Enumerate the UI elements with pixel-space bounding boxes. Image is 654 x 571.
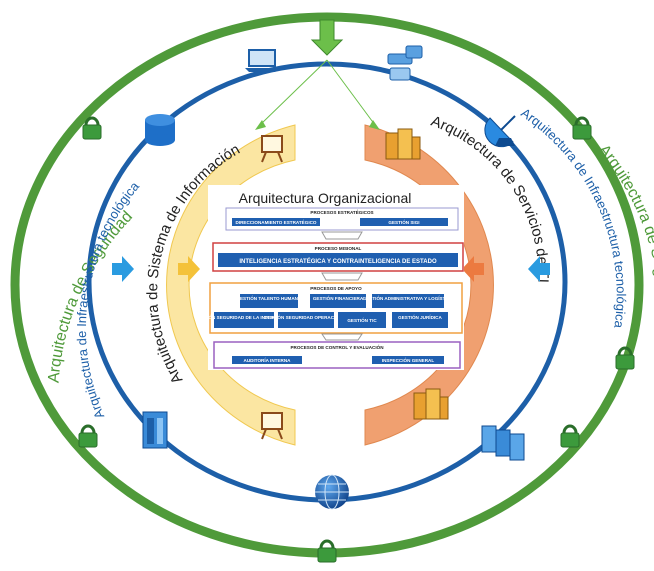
control-item-inspeccion: INSPECCIÓN GENERAL <box>382 356 435 363</box>
support-item-seg-operacional: GESTIÓN SEGURIDAD OPERACIONAL <box>264 313 349 320</box>
support-processes-group: PROCESOS DE APOYO GESTIÓN TALENTO HUMANO… <box>195 282 463 334</box>
office-building-icon <box>413 388 449 420</box>
missional-process-group: PROCESO MISIONAL INTELIGENCIA ESTRATÉGIC… <box>212 242 464 272</box>
support-item-talento: GESTIÓN TALENTO HUMANO <box>236 294 302 301</box>
presentation-board-icon <box>261 135 283 163</box>
strategic-item-1: DIRECCIONAMIENTO ESTRATÉGICO <box>236 218 317 225</box>
office-building-icon <box>385 128 421 160</box>
control-item-auditoria: AUDITORÍA INTERNA <box>244 356 292 363</box>
support-item-administrativa: GESTIÓN ADMINISTRATIVA Y LOGÍSTICA <box>363 294 454 301</box>
support-item-seg-info: GESTIÓN SEGURIDAD DE LA INFORMACIÓN <box>195 313 294 320</box>
laptop-icon <box>245 49 279 72</box>
presentation-board-icon <box>261 412 283 440</box>
database-icon <box>145 114 175 146</box>
padlock-icon <box>78 116 635 563</box>
center-title: Arquitectura Organizacional <box>239 190 412 206</box>
strategic-header: PROCESOS ESTRATÉGICOS <box>310 208 373 215</box>
missional-item: INTELIGENCIA ESTRATÉGICA Y CONTRAINTELIG… <box>239 257 437 265</box>
control-header: PROCESOS DE CONTROL Y EVALUACIÓN <box>290 343 384 350</box>
network-servers-icon <box>481 425 525 461</box>
globe-icon <box>315 474 349 510</box>
strategic-item-2: GESTIÓN SIGI <box>388 218 419 225</box>
support-item-juridica: GESTIÓN JURÍDICA <box>398 313 442 320</box>
phone-icon <box>387 45 423 81</box>
missional-header: PROCESO MISIONAL <box>315 246 362 251</box>
top-entry-arrow <box>310 19 344 56</box>
right-blue-arrow <box>528 256 550 282</box>
strategic-box-2 <box>360 218 448 226</box>
left-blue-arrow <box>112 256 134 282</box>
strategic-box-1 <box>232 218 320 226</box>
support-header: PROCESOS DE APOYO <box>310 286 362 291</box>
support-item-tic: GESTIÓN TIC <box>347 316 377 323</box>
infra-label-left: Arquitectura de Infraestructura tecnológ… <box>74 178 143 421</box>
strategic-processes-group: PROCESOS ESTRATÉGICOS DIRECCIONAMIENTO E… <box>225 207 459 231</box>
control-processes-group: PROCESOS DE CONTROL Y EVALUACIÓN AUDITOR… <box>213 341 461 369</box>
left-yellow-arrow <box>178 256 200 282</box>
info-systems-band <box>166 124 296 446</box>
satellite-dish-icon <box>484 115 516 148</box>
missional-box <box>218 253 458 267</box>
server-icon <box>142 411 168 449</box>
right-orange-arrow <box>462 256 484 282</box>
support-item-financiera: GESTIÓN FINANCIERA <box>313 294 364 301</box>
